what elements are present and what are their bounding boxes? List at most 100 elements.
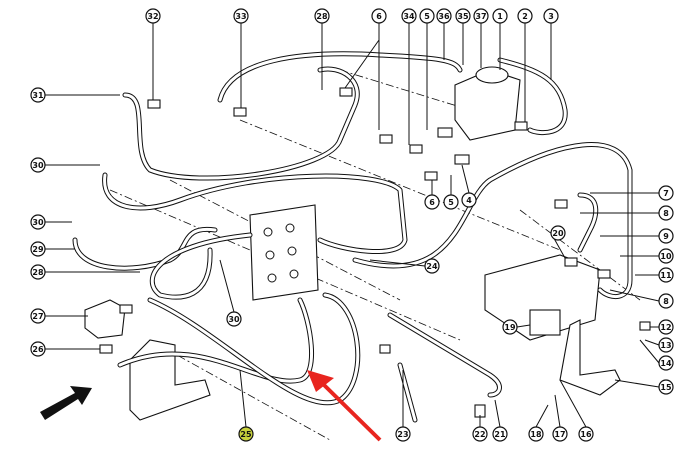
callout-number: 30 xyxy=(32,218,44,227)
callout-circle xyxy=(517,8,533,24)
callout-30: 30 xyxy=(30,157,46,173)
callout-number: 7 xyxy=(663,189,669,198)
callout-number: 25 xyxy=(240,430,252,439)
callout-number: 29 xyxy=(32,245,44,254)
callout-32: 32 xyxy=(145,8,161,24)
callout-circle xyxy=(492,8,508,24)
callout-circle xyxy=(658,205,674,221)
callout-circle xyxy=(30,308,46,324)
callout-9: 9 xyxy=(658,228,674,244)
callout-circle xyxy=(461,192,477,208)
mounting-plate xyxy=(249,204,319,301)
tee-block xyxy=(84,299,126,339)
callout-7: 7 xyxy=(658,185,674,201)
callout-8: 8 xyxy=(658,205,674,221)
callout-37: 37 xyxy=(473,8,489,24)
callout-number: 17 xyxy=(554,430,565,439)
callout-23: 23 xyxy=(395,426,411,442)
callout-number: 28 xyxy=(32,268,44,277)
callout-14: 14 xyxy=(658,355,674,371)
callout-number: 2 xyxy=(522,12,528,21)
callout-circle xyxy=(436,8,452,24)
callout-circle xyxy=(528,426,544,442)
callout-number: 32 xyxy=(147,12,158,21)
callout-number: 21 xyxy=(494,430,506,439)
callout-circle xyxy=(30,157,46,173)
callout-number: 11 xyxy=(660,271,672,280)
callout-17: 17 xyxy=(552,426,568,442)
solenoid-valve xyxy=(484,254,601,341)
callout-3: 3 xyxy=(543,8,559,24)
callout-6: 6 xyxy=(424,194,440,210)
callout-circle xyxy=(658,355,674,371)
callout-number: 34 xyxy=(403,12,415,21)
callout-5: 5 xyxy=(443,194,459,210)
callout-35: 35 xyxy=(455,8,471,24)
callout-2: 2 xyxy=(517,8,533,24)
callout-circle xyxy=(145,8,161,24)
callout-number: 1 xyxy=(497,12,503,21)
callout-circle xyxy=(550,225,566,241)
callout-26: 26 xyxy=(30,341,46,357)
callout-28: 28 xyxy=(30,264,46,280)
callout-20: 20 xyxy=(550,225,566,241)
callout-circle xyxy=(578,426,594,442)
callout-16: 16 xyxy=(578,426,594,442)
callout-circle xyxy=(658,319,674,335)
callout-circle xyxy=(233,8,249,24)
callout-circle xyxy=(552,426,568,442)
callout-circle xyxy=(395,426,411,442)
callout-15: 15 xyxy=(658,379,674,395)
callout-circle xyxy=(658,379,674,395)
callout-number: 36 xyxy=(438,12,450,21)
callout-10: 10 xyxy=(658,248,674,264)
callout-18: 18 xyxy=(528,426,544,442)
callout-number: 12 xyxy=(660,323,671,332)
callout-circle xyxy=(543,8,559,24)
callout-31: 31 xyxy=(30,87,46,103)
left-bracket xyxy=(129,339,211,421)
callout-34: 34 xyxy=(401,8,417,24)
callout-circle xyxy=(443,194,459,210)
callout-number: 6 xyxy=(429,198,435,207)
callout-number: 19 xyxy=(504,323,516,332)
callout-circle xyxy=(226,311,242,327)
callout-number: 16 xyxy=(580,430,592,439)
callout-circle xyxy=(314,8,330,24)
callout-30: 30 xyxy=(30,214,46,230)
callout-number: 30 xyxy=(32,161,44,170)
callout-29: 29 xyxy=(30,241,46,257)
diagram-parts xyxy=(45,23,660,441)
callout-24: 24 xyxy=(424,258,440,274)
callout-circle xyxy=(492,426,508,442)
callout-27: 27 xyxy=(30,308,46,324)
callout-number: 10 xyxy=(660,252,672,261)
callout-1: 1 xyxy=(492,8,508,24)
callout-number: 6 xyxy=(376,12,382,21)
callout-number: 15 xyxy=(660,383,672,392)
callout-number: 18 xyxy=(530,430,542,439)
callout-number: 22 xyxy=(474,430,485,439)
callout-number: 28 xyxy=(316,12,328,21)
callout-circle xyxy=(658,267,674,283)
callout-11: 11 xyxy=(658,267,674,283)
callout-circle xyxy=(238,426,254,442)
callout-number: 37 xyxy=(475,12,486,21)
callout-number: 4 xyxy=(466,196,472,205)
direction-arrow-icon xyxy=(40,386,92,420)
callout-circle xyxy=(401,8,417,24)
callout-25: 25 xyxy=(238,426,254,442)
callout-circle xyxy=(30,87,46,103)
callout-number: 9 xyxy=(663,232,669,241)
callout-number: 35 xyxy=(457,12,469,21)
callout-circle xyxy=(658,293,674,309)
callout-number: 5 xyxy=(448,198,454,207)
callout-21: 21 xyxy=(492,426,508,442)
callout-number: 8 xyxy=(663,297,669,306)
callout-22: 22 xyxy=(472,426,488,442)
right-bracket xyxy=(559,319,621,396)
callout-circle xyxy=(473,8,489,24)
callout-circle xyxy=(30,341,46,357)
callout-number: 24 xyxy=(426,262,438,271)
